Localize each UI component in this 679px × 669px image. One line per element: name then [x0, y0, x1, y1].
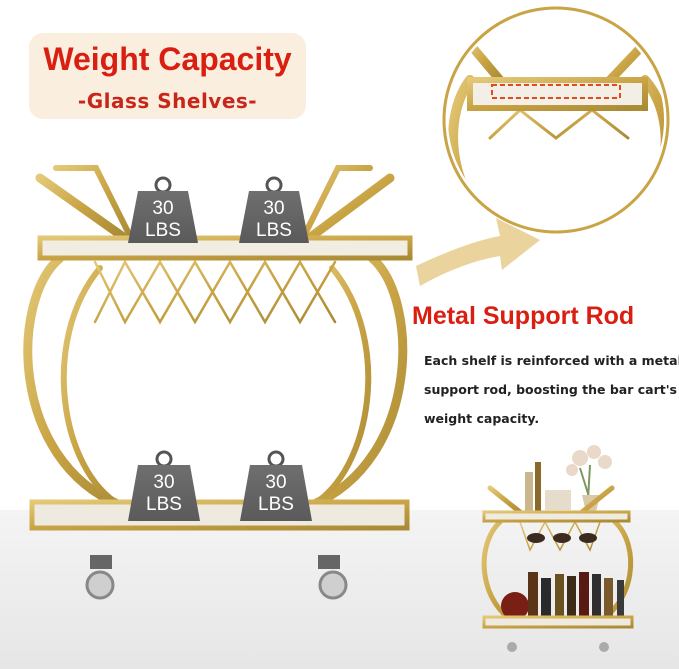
title-subheading: -Glass Shelves-: [77, 89, 258, 113]
weight-label: 30: [265, 472, 286, 493]
title-card: Weight Capacity -Glass Shelves-: [29, 33, 306, 119]
weight-body: [239, 191, 309, 243]
weight-handle: [154, 176, 172, 194]
top-glass-shelf: [37, 235, 413, 261]
bottom-glass-shelf: [29, 499, 410, 531]
feature-heading: Metal Support Rod: [412, 302, 635, 330]
bar-cart: [23, 165, 408, 565]
description-line: Each shelf is reinforced with a metal: [424, 353, 679, 368]
weight-label: LBS: [146, 494, 182, 515]
casters: [85, 555, 348, 600]
weight-label: LBS: [258, 494, 294, 515]
feature-description: Each shelf is reinforced with a metal su…: [424, 346, 679, 433]
weight-body: [128, 465, 200, 521]
weight-label: 30: [153, 472, 174, 493]
description-line: weight capacity.: [424, 411, 540, 426]
description-line: support rod, boosting the bar cart's: [424, 382, 677, 397]
weight-body: [128, 191, 198, 243]
weight-handle: [267, 450, 285, 468]
zoom-circle: [442, 6, 670, 234]
weight-handle: [155, 450, 173, 468]
weight-label: 30: [152, 198, 173, 219]
weight-label: LBS: [145, 220, 181, 241]
weight-label: LBS: [256, 220, 292, 241]
weight-label: 30: [263, 198, 284, 219]
weight-body: [240, 465, 312, 521]
styled-product-thumbnail: [481, 445, 634, 652]
arrow-icon: [416, 218, 540, 286]
weight-handle: [265, 176, 283, 194]
title-heading: Weight Capacity: [43, 41, 292, 77]
highlight-box: [491, 84, 621, 99]
